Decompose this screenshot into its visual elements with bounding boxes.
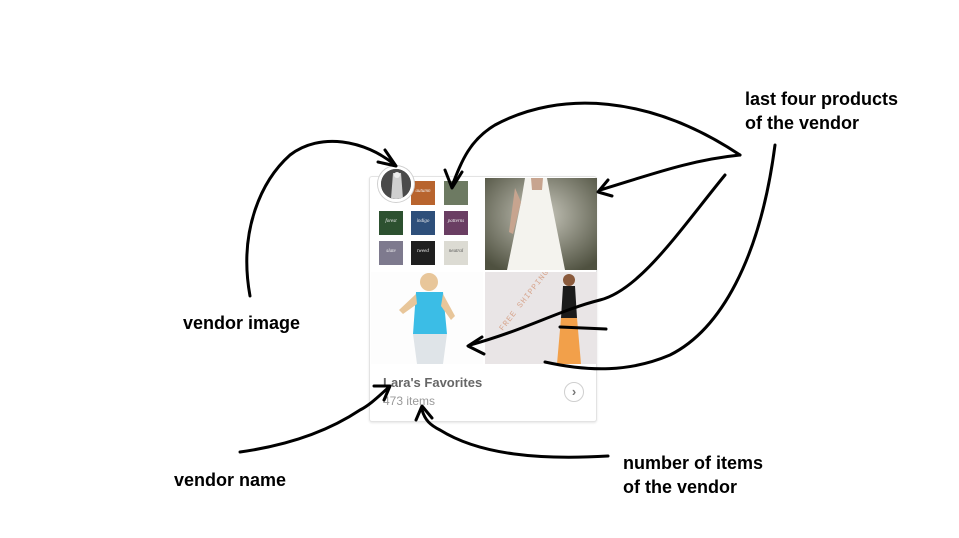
arrow-to-product-2	[598, 153, 742, 192]
vendor-name[interactable]: Lara's Favorites	[383, 375, 483, 390]
arrowhead	[376, 148, 398, 168]
arrowhead	[372, 384, 392, 402]
arrow-to-item-count	[420, 408, 610, 459]
arrow-to-vendor-name	[238, 386, 390, 454]
annotation-line: of the vendor	[623, 477, 738, 497]
arrow-to-product-1	[450, 101, 742, 188]
swatch-label: patterns	[447, 219, 465, 224]
annotation-last-four-products: last four products of the vendor	[745, 87, 898, 135]
swatch: indigo	[411, 211, 435, 235]
swatch: slate	[379, 241, 403, 265]
vendor-card[interactable]: autumn forest indigo patterns slate twee…	[369, 176, 597, 422]
vendor-image	[381, 169, 411, 199]
arrow-to-product-3	[468, 173, 727, 347]
arrowhead	[414, 404, 434, 422]
blue-top-photo	[371, 272, 483, 364]
product-tile-2[interactable]	[485, 178, 597, 270]
arrowhead	[466, 335, 486, 356]
item-count: 473 items	[383, 394, 436, 408]
arrowhead	[443, 168, 464, 190]
swatch	[444, 181, 468, 205]
swatch: neutral	[444, 241, 468, 265]
swatch: tweed	[411, 241, 435, 265]
chevron-right-icon: ›	[571, 384, 577, 399]
swatch-label: forest	[385, 219, 397, 224]
arrow-tail	[558, 325, 608, 331]
product-tile-3[interactable]	[371, 272, 483, 364]
swatch-label: tweed	[417, 249, 429, 254]
orange-skirt-photo	[485, 272, 597, 364]
swatch-label: autumn	[415, 189, 431, 194]
swatch: forest	[379, 211, 403, 235]
dress-photo	[485, 178, 597, 270]
arrowhead	[596, 178, 614, 198]
swatch: patterns	[444, 211, 468, 235]
annotation-vendor-image: vendor image	[183, 313, 301, 333]
swatch: autumn	[411, 181, 435, 205]
next-button[interactable]: ›	[564, 382, 584, 402]
annotation-line: number of items	[623, 453, 764, 473]
annotation-vendor-name: vendor name	[174, 470, 287, 490]
product-tile-4[interactable]: FREE SHIPPING	[485, 272, 597, 364]
swatch-label: slate	[386, 249, 396, 254]
annotation-item-count: number of items of the vendor	[623, 451, 763, 499]
swatch-label: indigo	[416, 219, 430, 224]
arrow-to-avatar	[245, 139, 397, 298]
swatch-label: neutral	[448, 249, 464, 254]
annotation-line: last four products	[745, 89, 899, 109]
annotation-line: of the vendor	[745, 113, 860, 133]
arrow-to-product-4	[543, 143, 777, 371]
